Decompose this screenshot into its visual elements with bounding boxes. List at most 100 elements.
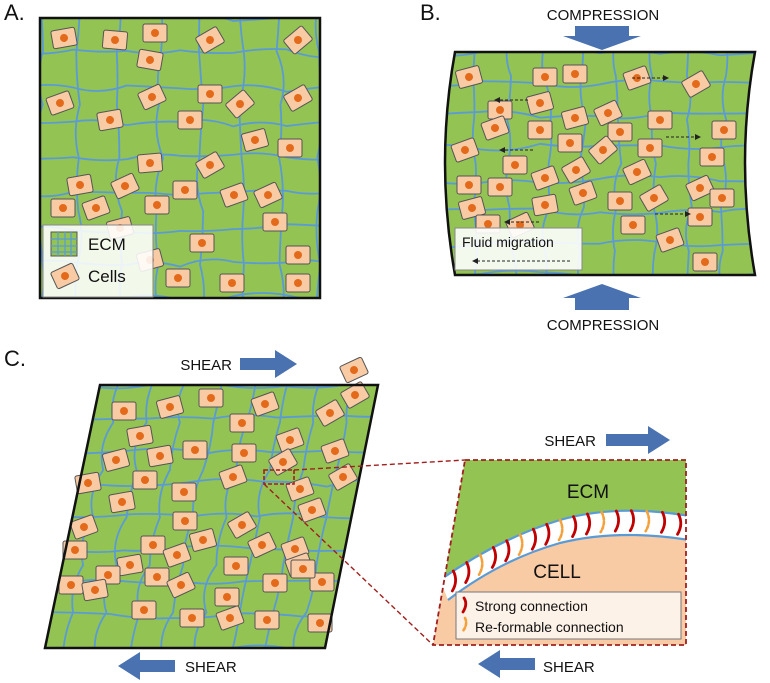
- cell-nucleus: [188, 614, 196, 622]
- cell-nucleus: [177, 581, 185, 589]
- compression-top-label: COMPRESSION: [547, 7, 660, 24]
- cell: [307, 613, 333, 633]
- panel-a-legend: ECM Cells: [42, 224, 154, 298]
- cell: [339, 356, 369, 384]
- cell-nucleus: [701, 258, 709, 266]
- ecm-fiber: [445, 52, 446, 275]
- panel-a-letter: A.: [4, 0, 25, 25]
- cell-nucleus: [279, 458, 287, 466]
- cell-nucleus: [181, 517, 189, 525]
- panel-a: ECM Cells: [38, 16, 322, 300]
- reformable-connection: [517, 533, 524, 556]
- cell-nucleus: [572, 166, 580, 174]
- cell-nucleus: [286, 436, 294, 444]
- cell: [450, 137, 480, 163]
- cell-nucleus: [579, 189, 587, 197]
- cell: [685, 174, 715, 202]
- cell-nucleus: [339, 473, 347, 481]
- cell-nucleus: [696, 184, 704, 192]
- cell: [458, 196, 486, 220]
- cell: [171, 482, 197, 502]
- cell-nucleus: [121, 182, 129, 190]
- cell-nucleus: [59, 204, 67, 212]
- cell: [262, 212, 288, 232]
- cell: [165, 268, 191, 288]
- cell: [254, 610, 280, 630]
- cell-nucleus: [294, 94, 302, 102]
- compression-bottom-arrow-icon: [563, 284, 641, 310]
- cell: [214, 587, 240, 607]
- reformable-connection-icon: [461, 616, 468, 633]
- cell: [45, 90, 75, 116]
- panel-b-letter: B.: [420, 0, 441, 25]
- cell: [225, 89, 255, 119]
- cell: [108, 490, 136, 514]
- cell-nucleus: [299, 565, 307, 573]
- cell-nucleus: [308, 506, 316, 514]
- cell: [250, 391, 280, 417]
- cell-nucleus: [191, 446, 199, 454]
- cell-nucleus: [91, 586, 99, 594]
- cell: [687, 207, 713, 227]
- panel-c-border: [43, 383, 380, 650]
- cell-nucleus: [633, 168, 641, 176]
- cell: [58, 575, 84, 595]
- cell-nucleus: [536, 126, 544, 134]
- cell: [277, 138, 303, 158]
- cell-swatch-icon: [50, 262, 80, 290]
- cell: [223, 556, 249, 576]
- cell: [131, 600, 157, 620]
- ecm-fiber: [40, 292, 309, 298]
- fluid-migration-legend: Fluid migration: [454, 227, 583, 271]
- cell-nucleus: [465, 73, 473, 81]
- cell: [568, 180, 598, 206]
- cell-nucleus: [604, 109, 612, 117]
- cell: [179, 608, 205, 628]
- compression-bottom-label: COMPRESSION: [547, 317, 660, 334]
- cell: [116, 553, 144, 577]
- cell-nucleus: [496, 106, 504, 114]
- cell-nucleus: [141, 476, 149, 484]
- cell: [132, 470, 158, 490]
- strong-connection: [530, 527, 537, 551]
- inset-border: [431, 459, 687, 646]
- cell: [229, 413, 255, 433]
- cell: [526, 91, 554, 115]
- panel-b-cells: [450, 64, 737, 272]
- cell: [241, 128, 269, 152]
- cell-nucleus: [571, 114, 579, 122]
- cell-nucleus: [286, 144, 294, 152]
- ecm-fiber: [40, 83, 320, 93]
- cell-nucleus: [351, 391, 359, 399]
- cell-nucleus: [271, 218, 279, 226]
- cell: [320, 438, 350, 464]
- cell: [110, 172, 140, 200]
- cell: [692, 252, 718, 272]
- cell-nucleus: [294, 36, 302, 44]
- cell-nucleus: [511, 161, 519, 169]
- panel-a-border: [38, 16, 322, 300]
- cell-nucleus: [264, 191, 272, 199]
- cell-nucleus: [656, 116, 664, 124]
- strong-connection-label: Strong connection: [475, 598, 588, 614]
- connections: [450, 509, 683, 593]
- cell-nucleus: [146, 159, 154, 167]
- reformable-connection: [557, 518, 564, 542]
- cell: [699, 147, 725, 167]
- cell-nucleus: [120, 407, 128, 415]
- cell: [561, 106, 589, 130]
- cell-nucleus: [198, 239, 206, 247]
- cell-nucleus: [226, 614, 234, 622]
- cell-nucleus: [60, 34, 68, 42]
- cell: [166, 571, 196, 599]
- cell-nucleus: [126, 561, 134, 569]
- cell: [285, 245, 311, 265]
- ecm-fiber: [754, 52, 755, 275]
- cell: [146, 444, 174, 468]
- cell-nucleus: [146, 56, 154, 64]
- inset-shear-bottom-arrow-icon: [478, 650, 535, 678]
- cell-nucleus: [331, 447, 339, 455]
- cell-nucleus: [461, 146, 469, 154]
- cell-nucleus: [571, 70, 579, 78]
